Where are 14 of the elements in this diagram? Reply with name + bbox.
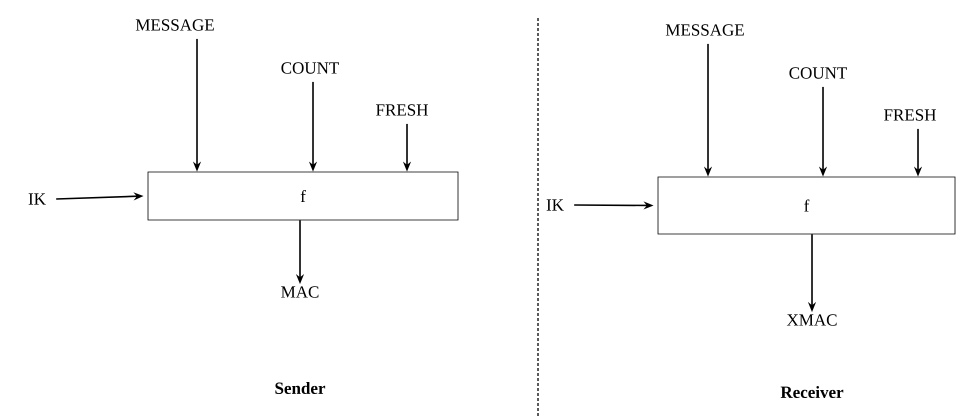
function-box: f [658,176,956,234]
input-label: IK [28,193,46,205]
input-label: IK [546,199,564,211]
panel-caption: Receiver [780,386,844,398]
function-box: f [148,172,458,220]
input-label: FRESH [376,104,428,116]
input-label: MESSAGE [136,19,214,31]
input-label: MAC [281,286,318,298]
input-label: COUNT [281,62,339,74]
input-label: MESSAGE [666,24,744,36]
input-label: COUNT [789,67,847,79]
panel-caption: Sender [275,382,326,394]
input-label: FRESH [884,109,936,121]
input-label: XMAC [786,314,837,326]
